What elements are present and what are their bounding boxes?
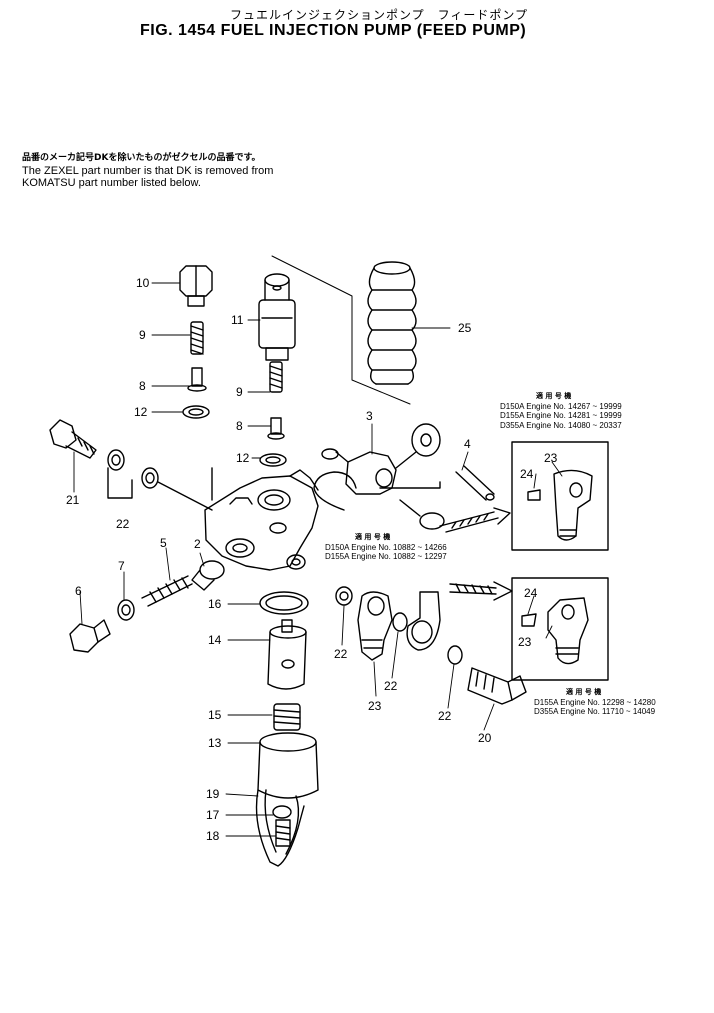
serial-block-middle: 適 用 号 機 D150A Engine No. 10882 ~ 14266 D… — [325, 533, 447, 562]
note-japanese: 品番のメーカ記号DKを除いたものがゼクセルの品番です。 — [22, 153, 261, 163]
callout-20: 20 — [478, 731, 492, 745]
part-12-washer-left — [182, 405, 210, 419]
leader-lines — [73, 282, 563, 837]
callout-21: 21 — [66, 493, 80, 507]
serial-line: D150A Engine No. 14267 ~ 19999 — [500, 401, 622, 411]
serial-line: D150A Engine No. 10882 ~ 14266 — [325, 542, 447, 552]
note-line-1: The ZEXEL part number is that DK is remo… — [22, 164, 274, 177]
callout-22-right-b: 22 — [438, 709, 452, 723]
callout-22-left: 22 — [116, 517, 130, 531]
serial-line: D355A Engine No. 11710 ~ 14049 — [534, 707, 656, 716]
variant-box-bottom — [511, 577, 609, 681]
part-snap-ring — [313, 471, 357, 511]
part-5-spring — [141, 575, 193, 607]
callout-4: 4 — [464, 437, 471, 451]
arrow-to-top-right-variant — [439, 507, 511, 533]
callout-2: 2 — [194, 537, 201, 551]
callout-13: 13 — [208, 736, 222, 750]
callout-9-center: 9 — [236, 385, 243, 399]
part-19-yoke-bracket — [255, 789, 305, 867]
callout-24-top: 24 — [520, 467, 534, 481]
part-22-washer-left-a — [107, 449, 125, 471]
callout-11: 11 — [231, 313, 244, 327]
part-15-spring — [273, 703, 301, 731]
callout-15: 15 — [208, 708, 222, 722]
callout-23-bottom: 23 — [518, 635, 532, 649]
callout-3: 3 — [366, 409, 373, 423]
callout-16: 16 — [208, 597, 222, 611]
part-8-valve-center — [267, 417, 285, 440]
callout-25: 25 — [458, 321, 472, 335]
serial-block-top-right: 適 用 号 機 D150A Engine No. 14267 ~ 19999 D… — [500, 392, 622, 430]
part-18-screw — [275, 819, 291, 847]
callout-18: 18 — [206, 829, 220, 843]
serial-heading: 適 用 号 機 — [355, 533, 391, 541]
part-14-strainer-body — [267, 619, 307, 690]
serial-line: D155A Engine No. 14281 ~ 19999 — [500, 411, 622, 420]
part-25-rubber-boot — [367, 261, 417, 385]
callout-8-center: 8 — [236, 419, 243, 433]
serial-line: D155A Engine No. 10882 ~ 12297 — [325, 552, 447, 561]
part-cam-roller — [395, 423, 441, 469]
part-16-o-ring — [259, 591, 309, 615]
part-9-spring-center — [269, 361, 283, 393]
callout-22-mid: 22 — [334, 647, 348, 661]
part-7-washer — [117, 599, 135, 621]
callout-12-center: 12 — [236, 451, 250, 465]
japanese-title: フュエルインジェクションポンプ フィードポンプ — [230, 8, 529, 22]
serial-block-bottom-right: 適 用 号 機 D155A Engine No. 12298 ~ 14280 D… — [534, 688, 656, 717]
part-2-plunger — [191, 560, 225, 591]
figure-title: FIG. 1454 FUEL INJECTION PUMP (FEED PUMP… — [140, 22, 527, 39]
callout-24-bottom: 24 — [524, 586, 538, 600]
part-22-washer-right-b — [447, 645, 463, 665]
part-tappet-button — [379, 481, 445, 530]
callout-23: 23 — [368, 699, 382, 713]
part-11-priming-pump — [258, 273, 296, 361]
part-10-hex-cap — [179, 265, 213, 307]
part-22-washer-right-a — [392, 612, 408, 632]
part-6-plug — [69, 619, 111, 653]
part-12-washer-center — [259, 453, 287, 467]
part-number-note: 品番のメーカ記号DKを除いたものがゼクセルの品番です。 The ZEXEL pa… — [22, 152, 273, 190]
serial-heading: 適 用 号 機 — [536, 392, 572, 400]
part-8-valve-left — [187, 367, 207, 392]
part-21-bolt — [49, 419, 97, 459]
callout-22-right-a: 22 — [384, 679, 398, 693]
callout-10: 10 — [136, 276, 150, 290]
variant-box-top — [511, 441, 609, 551]
callout-8-left: 8 — [139, 379, 146, 393]
callout-14: 14 — [208, 633, 222, 647]
part-20-banjo-bolt — [467, 667, 527, 705]
serial-line: D155A Engine No. 12298 ~ 14280 — [534, 697, 656, 707]
callout-7: 7 — [118, 559, 125, 573]
part-9-spring-left — [190, 321, 204, 355]
pump-body — [204, 467, 319, 571]
callout-9-left: 9 — [139, 328, 146, 342]
callout-19: 19 — [206, 787, 220, 801]
callout-23-top: 23 — [544, 451, 558, 465]
part-17-nut — [272, 805, 292, 819]
part-4-pin — [455, 465, 495, 501]
part-banjo-fitting — [406, 591, 441, 651]
note-line-2: KOMATSU part number listed below. — [22, 177, 201, 189]
serial-line: D355A Engine No. 14080 ~ 20337 — [500, 420, 622, 430]
callout-17: 17 — [206, 808, 220, 822]
callout-5: 5 — [160, 536, 167, 550]
part-23-elbow-fitting — [357, 591, 393, 661]
serial-heading: 適 用 号 機 — [566, 688, 602, 696]
arrow-to-bottom-right-variant — [449, 581, 513, 601]
part-13-strainer-cup — [257, 732, 319, 799]
part-22-washer-left-b — [141, 467, 159, 489]
part-22-washer-mid — [335, 586, 353, 606]
callout-12-left: 12 — [134, 405, 148, 419]
callout-6: 6 — [75, 584, 82, 598]
